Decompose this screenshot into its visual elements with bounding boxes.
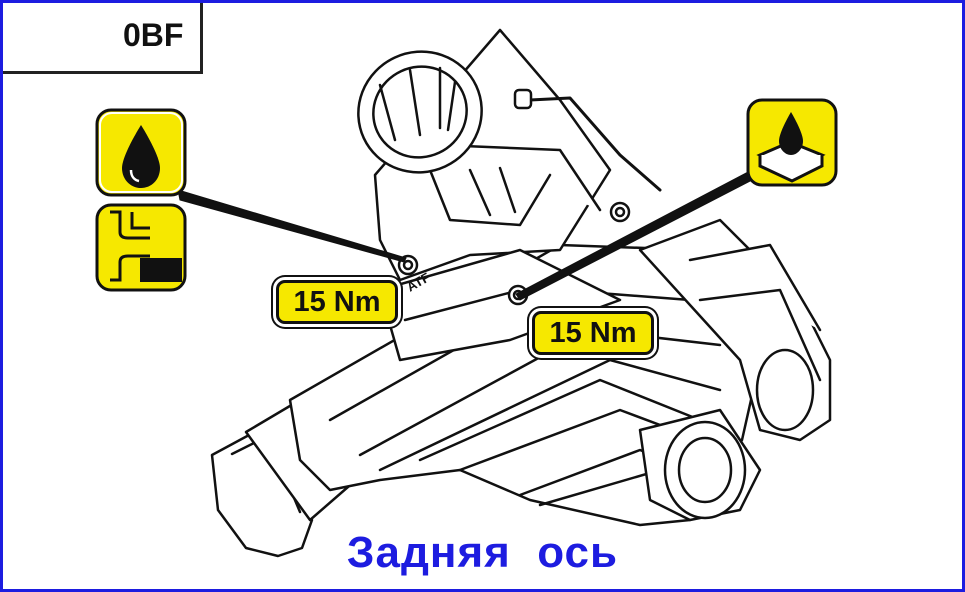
input-flange bbox=[357, 50, 483, 174]
fill-level-icon bbox=[746, 98, 838, 187]
torque-badge-drain-plug: 15 Nm bbox=[532, 311, 654, 355]
right-flange bbox=[638, 408, 762, 522]
differential-cover bbox=[638, 218, 832, 442]
torque-badge-fill-plug: 15 Nm bbox=[276, 280, 398, 324]
input-housing bbox=[373, 28, 612, 282]
oil-drain-icon bbox=[95, 203, 187, 292]
oil-drop-icon bbox=[95, 108, 187, 197]
component-code-box: 0BF bbox=[3, 3, 203, 74]
breather-pipe bbox=[513, 88, 662, 192]
diagram-caption: Задняя ось bbox=[346, 528, 619, 577]
component-code: 0BF bbox=[123, 17, 184, 53]
